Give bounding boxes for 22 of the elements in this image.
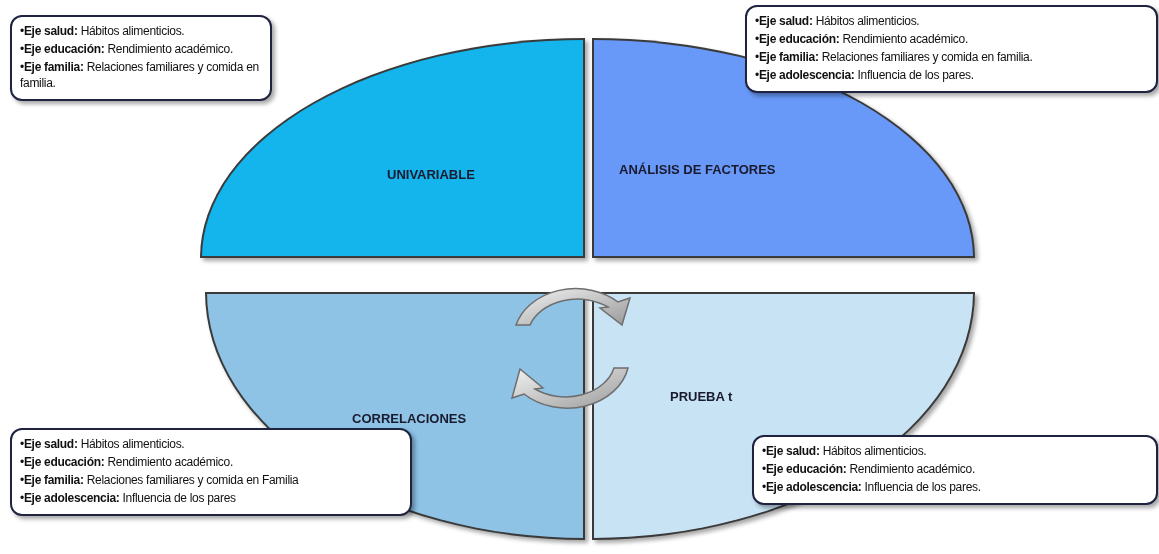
bullet-item: •Eje familia: Relaciones familiares y comida en familia. bbox=[20, 59, 260, 91]
bullet-item: •Eje adolescencia: Influencia de los pares. bbox=[762, 479, 982, 495]
quadrant-title: UNIVARIABLE bbox=[387, 167, 475, 182]
bullet-item: •Eje educación: Rendimiento académico. bbox=[20, 454, 234, 470]
text-card bbox=[10, 428, 412, 516]
quadrant-title: CORRELACIONES bbox=[352, 411, 467, 426]
text-card bbox=[745, 5, 1158, 93]
bullet-item: •Eje familia: Relaciones familiares y comida en Familia bbox=[20, 472, 300, 488]
bullet-item: •Eje educación: Rendimiento académico. bbox=[762, 461, 976, 477]
bullet-item: •Eje salud: Hábitos alimenticios. bbox=[20, 23, 186, 39]
bullet-item: •Eje salud: Hábitos alimenticios. bbox=[20, 436, 186, 452]
bullet-item: •Eje adolescencia: Influencia de los pares bbox=[20, 490, 237, 506]
text-card bbox=[752, 435, 1158, 505]
bullet-item: •Eje salud: Hábitos alimenticios. bbox=[762, 443, 928, 459]
bullet-item: •Eje educación: Rendimiento académico. bbox=[20, 41, 234, 57]
bullet-item: •Eje educación: Rendimiento académico. bbox=[755, 31, 969, 47]
bullet-item: •Eje salud: Hábitos alimenticios. bbox=[755, 13, 921, 29]
bullet-item: •Eje adolescencia: Influencia de los pares. bbox=[755, 67, 975, 83]
text-card bbox=[10, 15, 272, 101]
quadrant-title: PRUEBA t bbox=[670, 389, 733, 404]
quadrant-title: ANÁLISIS DE FACTORES bbox=[619, 162, 776, 177]
bullet-item: •Eje familia: Relaciones familiares y comida en familia. bbox=[755, 49, 1034, 65]
